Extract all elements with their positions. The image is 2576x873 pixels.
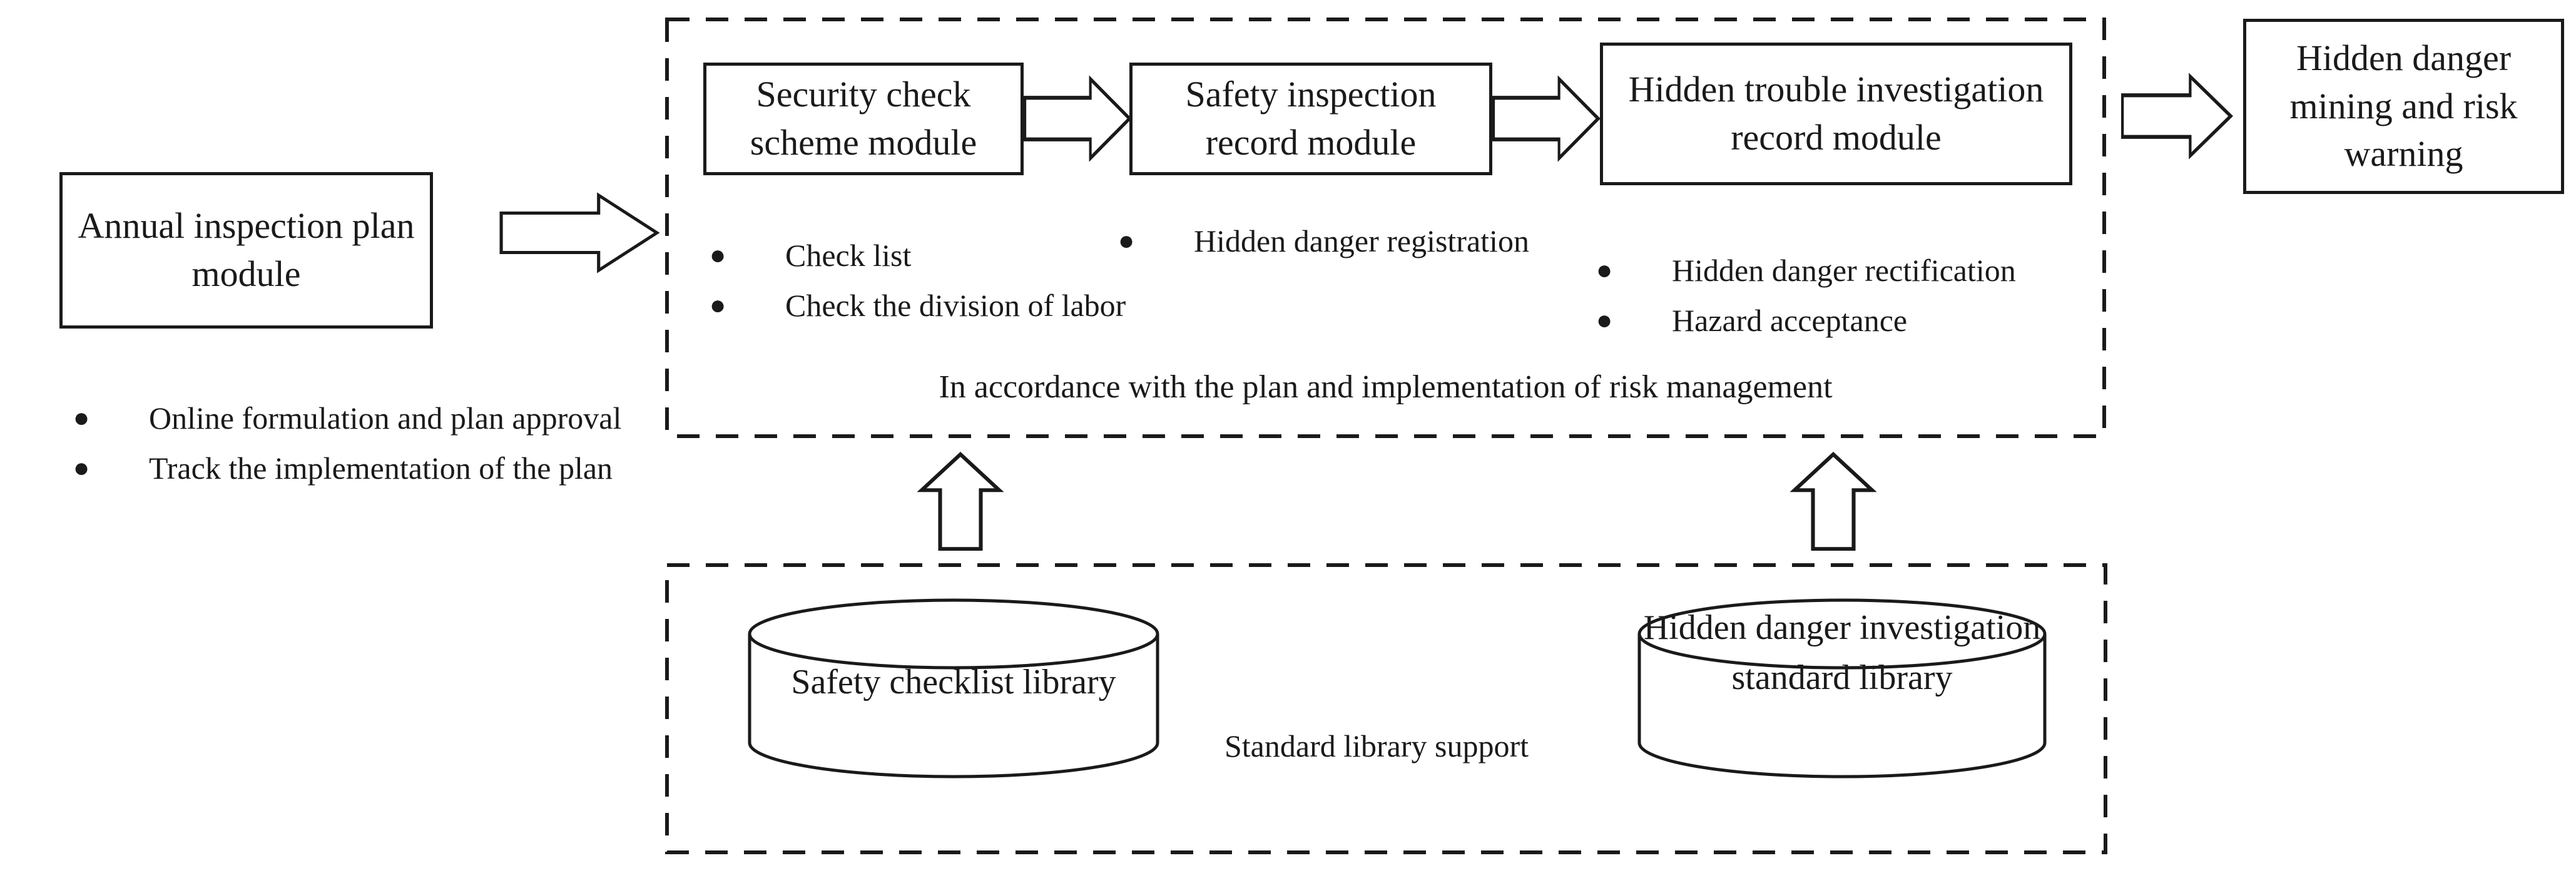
hidden-danger-mining-risk-warning-box: Hidden danger mining and risk warning [2243,19,2564,194]
security-check-bullet-list: ● Check list ● Check the division of lab… [704,230,1217,330]
list-item: ● Check list [704,230,1217,280]
list-item: ● Hazard acceptance [1591,295,2116,345]
bullet-text: Online formulation and plan approval [149,401,622,436]
bullet-icon: ● [73,452,90,483]
bullet-icon: ● [709,240,726,270]
hidden-danger-mining-risk-warning-label: Hidden danger mining and risk warning [2289,38,2518,175]
bullet-icon: ● [1596,255,1613,285]
support-container-border [665,563,2107,854]
security-check-scheme-module-label: Security check scheme module [750,74,977,163]
flow-arrow-right-icon [2121,73,2233,160]
bullet-icon: ● [73,402,90,433]
safety-inspection-bullet-list: ● Hidden danger registration [1112,216,1626,266]
security-check-scheme-module-box: Security check scheme module [703,63,1024,175]
bullet-icon: ● [1596,305,1613,335]
flow-arrow-up-icon [1789,451,1877,551]
bullet-icon: ● [709,290,726,320]
bullet-text: Hidden danger registration [1194,223,1529,258]
safety-checklist-library-label: Safety checklist library [791,663,1116,702]
flow-arrow-right-icon [499,192,660,273]
list-item: ● Hidden danger registration [1112,216,1626,266]
bullet-icon: ● [1117,225,1135,256]
list-item: ● Online formulation and plan approval [68,393,681,443]
process-container-caption: In accordance with the plan and implemen… [939,369,1833,405]
process-container-border [665,18,2106,438]
list-item: ● Track the implementation of the plan [68,443,681,493]
safety-checklist-library-database: Safety checklist library [747,598,1160,779]
database-cylinder-icon [748,598,1159,779]
flow-arrow-up-icon [917,451,1004,551]
annual-plan-bullet-list: ● Online formulation and plan approval ●… [68,393,681,493]
hidden-danger-investigation-standard-library-database: Hidden danger investigation standard lib… [1637,598,2047,779]
database-cylinder-icon [1637,598,2047,779]
hidden-trouble-investigation-record-module-box: Hidden trouble investigation record modu… [1600,43,2072,185]
hidden-trouble-bullet-list: ● Hidden danger rectification ● Hazard a… [1591,245,2116,345]
annual-inspection-plan-module-box: Annual inspection plan module [59,172,433,329]
bullet-text: Track the implementation of the plan [149,451,613,486]
bullet-text: Hazard acceptance [1672,303,1908,338]
hidden-danger-investigation-standard-library-label: Hidden danger investigation standard lib… [1643,608,2041,697]
safety-inspection-record-module-box: Safety inspection record module [1129,63,1492,175]
hidden-trouble-investigation-record-module-label: Hidden trouble investigation record modu… [1628,69,2044,158]
flow-arrow-right-icon [1024,75,1132,162]
list-item: ● Check the division of labor [704,280,1217,330]
bullet-text: Check the division of labor [785,288,1126,323]
bullet-text: Hidden danger rectification [1672,253,2016,288]
bullet-text: Check list [785,238,912,273]
safety-inspection-record-module-label: Safety inspection record module [1185,74,1437,163]
flow-arrow-right-icon [1492,75,1601,162]
list-item: ● Hidden danger rectification [1591,245,2116,295]
support-container-caption: Standard library support [1224,728,1529,763]
annual-inspection-plan-module-label: Annual inspection plan module [78,205,415,294]
